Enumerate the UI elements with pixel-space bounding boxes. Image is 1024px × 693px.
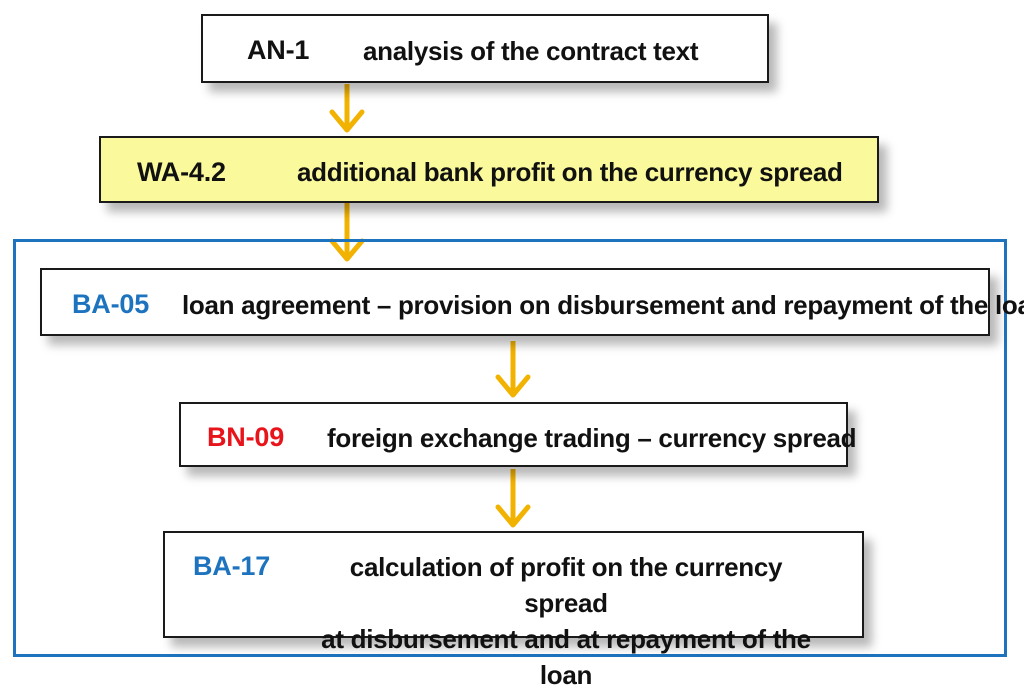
arrow-wa42-to-ba05 [329,203,365,262]
arrow-an1-to-wa42 [329,84,365,133]
box-an1-code: AN-1 [247,35,310,65]
box-bn09-text: foreign exchange trading – currency spre… [327,423,857,453]
box-wa42: WA-4.2 additional bank profit on the cur… [99,136,879,203]
box-ba17-text-line2: at disbursement and at repayment of the … [321,624,811,690]
box-ba17-code: BA-17 [193,551,271,581]
arrow-ba05-to-bn09 [495,341,531,398]
box-bn09-code: BN-09 [207,422,285,452]
box-ba05: BA-05 loan agreement – provision on disb… [40,268,1024,336]
box-ba17: BA-17 calculation of profit on the curre… [163,531,864,690]
box-bn09: BN-09 foreign exchange trading – currenc… [179,402,857,467]
ba-group-frame [13,239,1007,657]
box-ba05-text: loan agreement – provision on disburseme… [182,290,1024,320]
box-wa42-code: WA-4.2 [137,157,226,187]
box-ba17-text: calculation of profit on the currency sp… [311,549,821,693]
box-ba17-text-line1: calculation of profit on the currency sp… [349,552,783,618]
box-ba05-code: BA-05 [72,289,150,319]
box-an1: AN-1 analysis of the contract text [201,14,769,83]
arrow-bn09-to-ba17 [495,469,531,528]
box-an1-text: analysis of the contract text [363,36,699,66]
box-wa42-text: additional bank profit on the currency s… [297,157,843,187]
